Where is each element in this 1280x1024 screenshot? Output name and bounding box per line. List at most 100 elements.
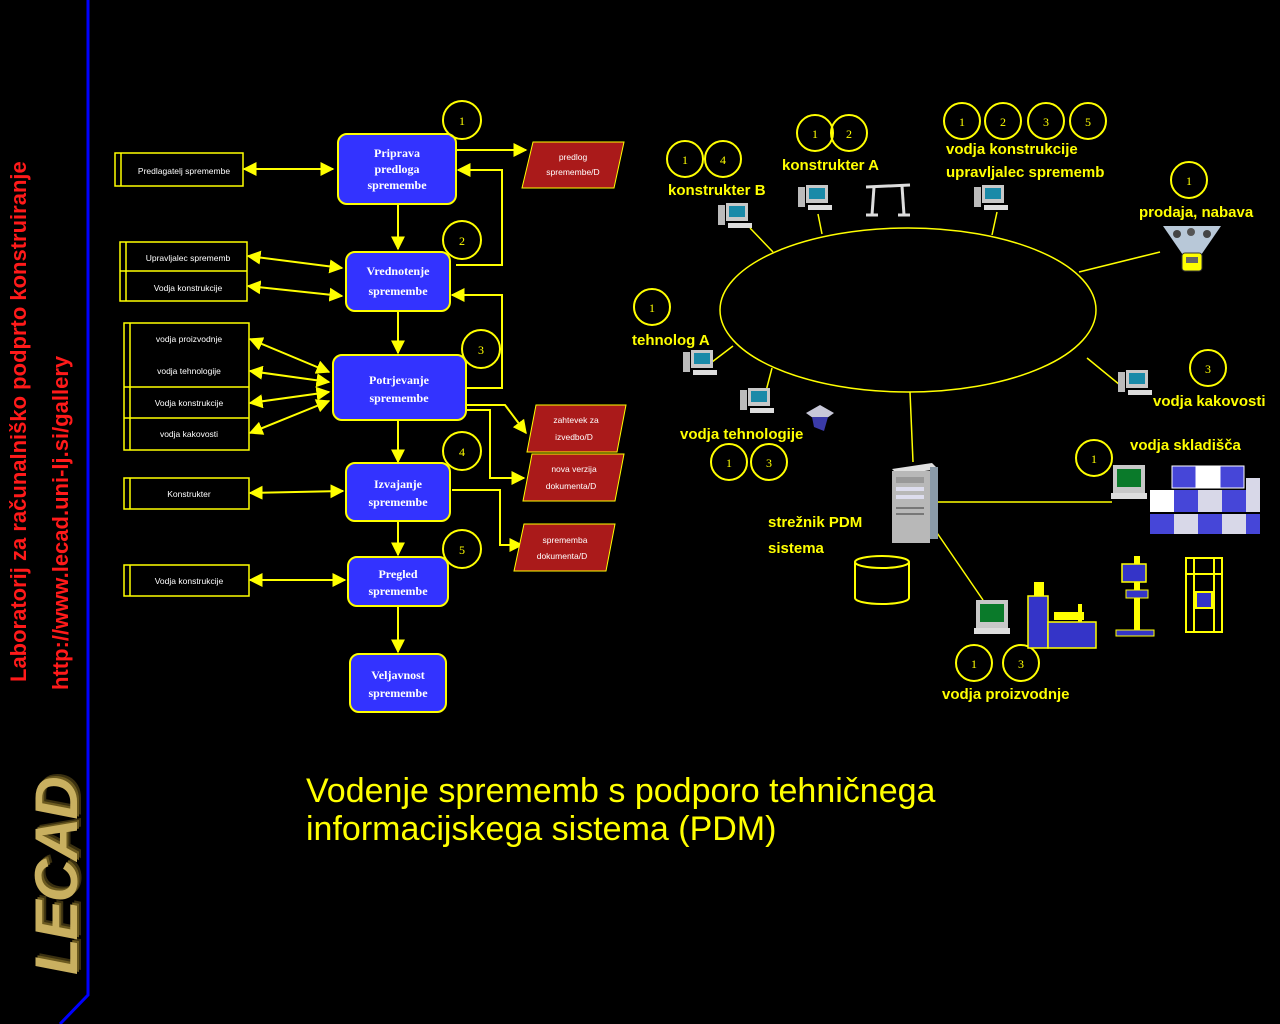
role-badge bbox=[1075, 439, 1113, 477]
actor-label: Konstrukter bbox=[167, 489, 211, 499]
process-box: Pregled spremembe bbox=[347, 556, 449, 607]
step-label-6a: Veljavnost bbox=[371, 668, 425, 682]
step-label-5b: spremembe bbox=[368, 584, 428, 598]
actor-box bbox=[123, 564, 250, 597]
step-number-badge bbox=[461, 329, 501, 369]
step-number: 1 bbox=[459, 114, 465, 128]
drafting-table-icon bbox=[865, 183, 911, 217]
shop-icon bbox=[1163, 226, 1221, 272]
title-line-1: Vodenje sprememb s podporo tehničnega bbox=[306, 772, 936, 810]
step-label-5a: Pregled bbox=[378, 567, 417, 581]
role-label: tehnolog A bbox=[632, 332, 710, 349]
role-badge-number: 1 bbox=[682, 153, 688, 167]
process-box: Potrjevanje spremembe bbox=[332, 354, 467, 421]
role-badge-number: 1 bbox=[1091, 452, 1097, 466]
role-badge bbox=[943, 102, 981, 140]
sidebar-rule bbox=[58, 0, 90, 1024]
role-badge-number: 4 bbox=[720, 153, 726, 167]
document-shape bbox=[521, 141, 625, 189]
measuring-device-icon bbox=[806, 405, 834, 431]
step-label-2a: Vrednotenje bbox=[367, 264, 431, 278]
role-label: vodja konstrukcije bbox=[946, 141, 1078, 158]
step-number-badge bbox=[442, 431, 482, 471]
role-label: konstrukter B bbox=[668, 182, 766, 199]
role-label: sistema bbox=[768, 540, 825, 557]
workstation-icon bbox=[683, 350, 717, 375]
process-box: Vrednotenje spremembe bbox=[345, 251, 451, 312]
workstation-icon bbox=[974, 185, 1008, 210]
role-badge bbox=[1189, 349, 1227, 387]
role-badge-number: 3 bbox=[1018, 657, 1024, 671]
step-label-4a: Izvajanje bbox=[374, 477, 423, 491]
workstation-icon bbox=[1118, 370, 1152, 395]
terminal-icon bbox=[1111, 465, 1147, 499]
role-label: vodja kakovosti bbox=[1153, 393, 1266, 410]
process-box: Priprava predloga spremembe bbox=[337, 133, 457, 205]
role-badge-number: 1 bbox=[726, 456, 732, 470]
role-badge bbox=[1069, 102, 1107, 140]
role-label: prodaja, nabava bbox=[1139, 204, 1254, 221]
document-label: sprememba bbox=[543, 535, 588, 545]
role-badge bbox=[1027, 102, 1065, 140]
terminal-icon bbox=[974, 600, 1010, 634]
document-shape bbox=[522, 453, 625, 502]
role-badge bbox=[984, 102, 1022, 140]
role-badge bbox=[830, 114, 868, 152]
warehouse-rack-icon bbox=[1150, 465, 1260, 534]
role-badge bbox=[955, 644, 993, 682]
document-label: predlog bbox=[559, 152, 588, 162]
document-label: zahtevek za bbox=[553, 415, 599, 425]
flow-connectors bbox=[242, 143, 528, 654]
process-box: Veljavnost spremembe bbox=[349, 653, 447, 713]
actor-label: Vodja konstrukcije bbox=[155, 398, 224, 408]
role-badge-number: 1 bbox=[812, 127, 818, 141]
actor-box bbox=[114, 152, 244, 187]
step-label-3b: spremembe bbox=[369, 391, 429, 405]
role-badge bbox=[633, 288, 671, 326]
step-label-1c: spremembe bbox=[367, 178, 427, 192]
actor-box bbox=[123, 477, 250, 510]
role-badge bbox=[666, 140, 704, 178]
role-badge-number: 3 bbox=[1043, 115, 1049, 129]
step-number-badge bbox=[442, 220, 482, 260]
role-badge-number: 1 bbox=[649, 301, 655, 315]
document-label: dokumenta/D bbox=[546, 481, 597, 491]
role-badge-number: 2 bbox=[846, 127, 852, 141]
step-number-badge bbox=[442, 529, 482, 569]
actor-label: vodja tehnologije bbox=[157, 366, 221, 376]
server-icon bbox=[892, 463, 938, 543]
workstation-icon bbox=[798, 185, 832, 210]
document-label: izvedbo/D bbox=[555, 432, 593, 442]
role-label: strežnik PDM bbox=[768, 514, 862, 531]
role-badge bbox=[710, 443, 748, 481]
workstation-icon bbox=[740, 388, 774, 413]
document-label: dokumenta/D bbox=[537, 551, 588, 561]
role-label: vodja skladišča bbox=[1130, 437, 1242, 454]
role-badge bbox=[796, 114, 834, 152]
role-badge-number: 3 bbox=[1205, 362, 1211, 376]
role-badge bbox=[750, 443, 788, 481]
role-badge bbox=[1170, 161, 1208, 199]
role-badge-number: 5 bbox=[1085, 115, 1091, 129]
actor-label: Vodja konstrukcije bbox=[154, 283, 223, 293]
drill-press-icon bbox=[1115, 556, 1155, 637]
step-label-3a: Potrjevanje bbox=[369, 373, 430, 387]
workstation-icon bbox=[718, 203, 752, 228]
role-badge bbox=[704, 140, 742, 178]
role-badge-number: 1 bbox=[971, 657, 977, 671]
role-badge-number: 1 bbox=[959, 115, 965, 129]
step-label-4b: spremembe bbox=[368, 495, 428, 509]
actor-label: Predlagatelj spremembe bbox=[138, 166, 230, 176]
robot-cell-icon bbox=[1185, 557, 1223, 633]
actor-label: vodja kakovosti bbox=[160, 429, 218, 439]
role-label: konstrukter A bbox=[782, 157, 879, 174]
role-badge bbox=[1002, 644, 1040, 682]
document-label: spremembe/D bbox=[546, 167, 599, 177]
actor-label: vodja proizvodnje bbox=[156, 334, 222, 344]
document-shape bbox=[526, 404, 627, 453]
database-icon bbox=[854, 555, 910, 605]
document-label: nova verzija bbox=[551, 464, 597, 474]
role-label: upravljalec sprememb bbox=[946, 164, 1104, 181]
